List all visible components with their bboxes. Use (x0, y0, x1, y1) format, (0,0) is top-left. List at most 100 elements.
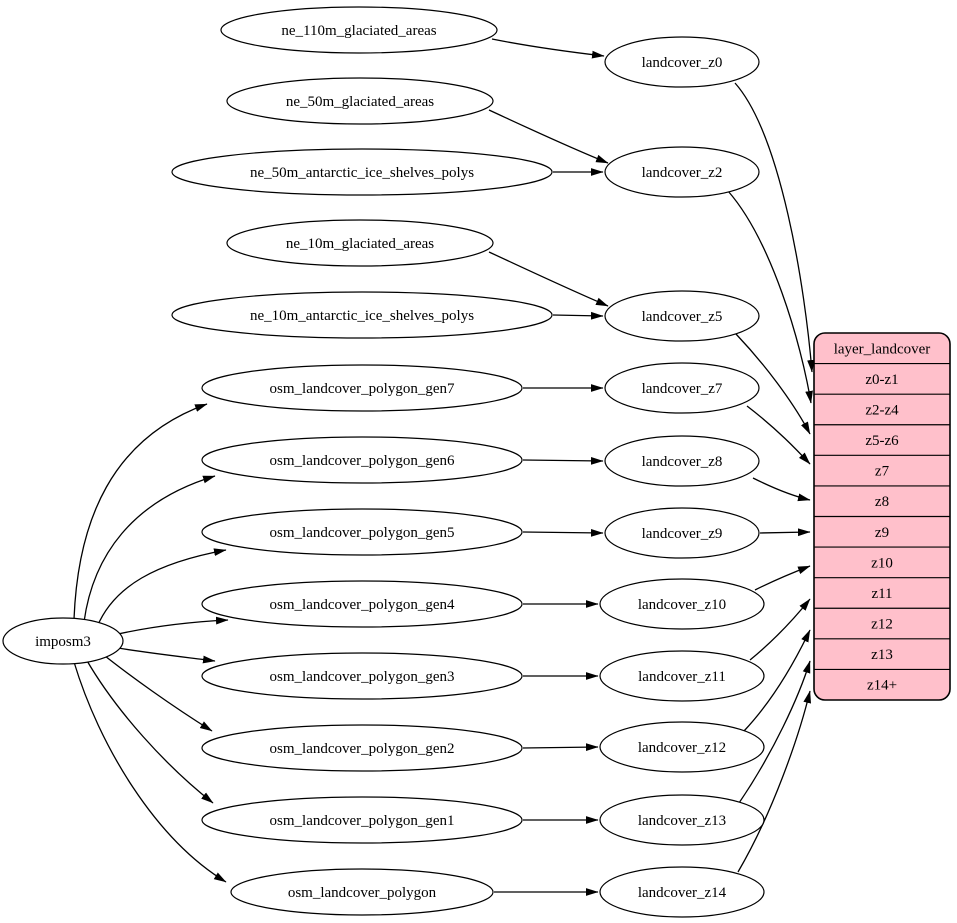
ne_50m_antarctic_ice_shelves_polys-ellipse (171, 148, 553, 196)
edge-imposm3-to-osm_landcover_polygon (73, 661, 227, 883)
edge-landcover_z8-to-layer_landcover:z8 (752, 477, 811, 502)
landcover_z14-label: landcover_z14 (638, 885, 727, 901)
node-landcover_z11: landcover_z11 (599, 650, 765, 702)
node-landcover_z0: landcover_z0 (604, 36, 760, 88)
node-ne_10m_glaciated_areas: ne_10m_glaciated_areas (226, 219, 494, 267)
edge-landcover_z13-to-layer_landcover:z13 (738, 660, 811, 804)
nodes-layer: imposm3 ne_110m_glaciated_areas ne_50m_gla… (2, 6, 765, 918)
table-row-z11: z11 (871, 586, 892, 602)
landcover_z7-label: landcover_z7 (642, 381, 723, 397)
node-osm_landcover_polygon_gen4: osm_landcover_polygon_gen4 (201, 580, 523, 628)
node-osm_landcover_polygon: osm_landcover_polygon (230, 868, 494, 916)
node-ne_10m_antarctic_ice_shelves_polys: ne_10m_antarctic_ice_shelves_polys (171, 291, 553, 339)
landcover_z2-label: landcover_z2 (642, 165, 723, 181)
table-layer_landcover-title: layer_landcover (834, 341, 931, 357)
table-row-z8: z8 (875, 494, 889, 510)
edge-imposm3-to-osm_landcover_polygon_gen2 (99, 651, 213, 732)
imposm3-label: imposm3 (35, 634, 91, 650)
edge-landcover_z7-to-layer_landcover:z7 (746, 405, 811, 465)
osm_landcover_polygon_gen5-label: osm_landcover_polygon_gen5 (270, 525, 455, 541)
node-landcover_z7: landcover_z7 (604, 362, 760, 414)
landcover_z7-ellipse (604, 362, 760, 414)
node-landcover_z2: landcover_z2 (604, 146, 760, 198)
node-landcover_z5: landcover_z5 (604, 290, 760, 342)
landcover_z8-label: landcover_z8 (642, 454, 723, 470)
osm_landcover_polygon-label: osm_landcover_polygon (288, 885, 437, 901)
edge-osm_landcover_polygon_gen5-to-landcover_z9 (522, 528, 604, 537)
osm_landcover_polygon_gen6-ellipse (201, 436, 523, 484)
ne_10m_glaciated_areas-label: ne_10m_glaciated_areas (286, 236, 434, 252)
edge-landcover_z12-to-layer_landcover:z12 (743, 629, 811, 732)
ne_110m_glaciated_areas-ellipse (220, 6, 498, 54)
osm_landcover_polygon_gen2-ellipse (201, 724, 523, 772)
landcover_z10-ellipse (599, 578, 765, 630)
edge-osm_landcover_polygon_gen6-to-landcover_z8 (522, 456, 604, 465)
edge-landcover_z14-to-layer_landcover:z14+ (737, 690, 811, 873)
ne_10m_glaciated_areas-ellipse (226, 219, 494, 267)
node-osm_landcover_polygon_gen2: osm_landcover_polygon_gen2 (201, 724, 523, 772)
osm_landcover_polygon_gen4-label: osm_landcover_polygon_gen4 (270, 597, 455, 613)
osm_landcover_polygon_gen3-ellipse (201, 652, 523, 700)
table-row-z12: z12 (871, 617, 893, 633)
osm_landcover_polygon_gen3-label: osm_landcover_polygon_gen3 (270, 669, 455, 685)
landcover_z12-ellipse (599, 721, 765, 773)
node-landcover_z12: landcover_z12 (599, 721, 765, 773)
osm_landcover_polygon_gen5-ellipse (201, 508, 523, 556)
ne_50m_glaciated_areas-label: ne_50m_glaciated_areas (286, 94, 434, 110)
ne_10m_antarctic_ice_shelves_polys-label: ne_10m_antarctic_ice_shelves_polys (250, 308, 474, 324)
edge-ne_110m_glaciated_areas-to-landcover_z0 (491, 38, 605, 59)
landcover_z12-label: landcover_z12 (638, 740, 726, 756)
edge-imposm3-to-osm_landcover_polygon_gen7 (73, 403, 208, 620)
edge-osm_landcover_polygon_gen2-to-landcover_z12 (522, 743, 599, 752)
edge-landcover_z11-to-layer_landcover:z11 (749, 598, 811, 661)
edge-landcover_z0-to-layer_landcover:z0-z1 (734, 82, 815, 373)
node-osm_landcover_polygon_gen3: osm_landcover_polygon_gen3 (201, 652, 523, 700)
osm_landcover_polygon_gen6-label: osm_landcover_polygon_gen6 (270, 453, 455, 469)
landcover_z9-ellipse (604, 507, 760, 559)
table-row-z9: z9 (875, 525, 889, 541)
landcover_z9-label: landcover_z9 (642, 526, 723, 542)
edge-imposm3-to-osm_landcover_polygon_gen4 (117, 616, 229, 635)
landcover_z2-ellipse (604, 146, 760, 198)
table-row-z10: z10 (871, 555, 893, 571)
node-ne_50m_antarctic_ice_shelves_polys: ne_50m_antarctic_ice_shelves_polys (171, 148, 553, 196)
landcover_z13-ellipse (599, 794, 765, 846)
table-row-z2-z4: z2-z4 (865, 402, 899, 418)
ne_10m_antarctic_ice_shelves_polys-ellipse (171, 291, 553, 339)
landcover_z11-ellipse (599, 650, 765, 702)
osm_landcover_polygon_gen7-label: osm_landcover_polygon_gen7 (270, 381, 455, 397)
landcover_z10-label: landcover_z10 (638, 597, 726, 613)
edge-landcover_z10-to-layer_landcover:z10 (754, 565, 811, 591)
imposm3-ellipse (2, 617, 124, 665)
node-osm_landcover_polygon_gen7: osm_landcover_polygon_gen7 (201, 364, 523, 412)
edge-imposm3-to-osm_landcover_polygon_gen3 (117, 647, 216, 664)
node-osm_landcover_polygon_gen1: osm_landcover_polygon_gen1 (201, 796, 523, 844)
table-row-z13: z13 (871, 647, 893, 663)
node-landcover_z8: landcover_z8 (604, 435, 760, 487)
edge-ne_50m_glaciated_areas-to-landcover_z2 (488, 109, 609, 164)
landcover_z5-ellipse (604, 290, 760, 342)
edge-ne_10m_antarctic_ice_shelves_polys-to-landcover_z5 (552, 311, 604, 320)
edge-imposm3-to-osm_landcover_polygon_gen5 (96, 548, 227, 628)
node-ne_110m_glaciated_areas: ne_110m_glaciated_areas (220, 6, 498, 54)
edge-imposm3-to-osm_landcover_polygon_gen6 (83, 475, 216, 623)
node-osm_landcover_polygon_gen5: osm_landcover_polygon_gen5 (201, 508, 523, 556)
table-layer_landcover: layer_landcoverz0-z1z2-z4z5-z6z7z8z9z10z… (813, 332, 951, 701)
landcover_z13-label: landcover_z13 (638, 813, 726, 829)
landcover_z0-ellipse (604, 36, 760, 88)
node-imposm3: imposm3 (2, 617, 124, 665)
edges-layer (73, 38, 815, 896)
node-osm_landcover_polygon_gen6: osm_landcover_polygon_gen6 (201, 436, 523, 484)
landcover_z0-label: landcover_z0 (642, 55, 723, 71)
table-row-z5-z6: z5-z6 (865, 433, 899, 449)
node-landcover_z14: landcover_z14 (599, 866, 765, 918)
osm_landcover_polygon_gen7-ellipse (201, 364, 523, 412)
osm_landcover_polygon_gen1-label: osm_landcover_polygon_gen1 (270, 813, 455, 829)
table-row-z14+: z14+ (867, 678, 897, 694)
edge-landcover_z5-to-layer_landcover:z5-z6 (735, 333, 811, 435)
edge-imposm3-to-osm_landcover_polygon_gen1 (85, 658, 214, 804)
landcover_z14-ellipse (599, 866, 765, 918)
node-ne_50m_glaciated_areas: ne_50m_glaciated_areas (226, 77, 494, 125)
landcover_z11-label: landcover_z11 (638, 669, 726, 685)
